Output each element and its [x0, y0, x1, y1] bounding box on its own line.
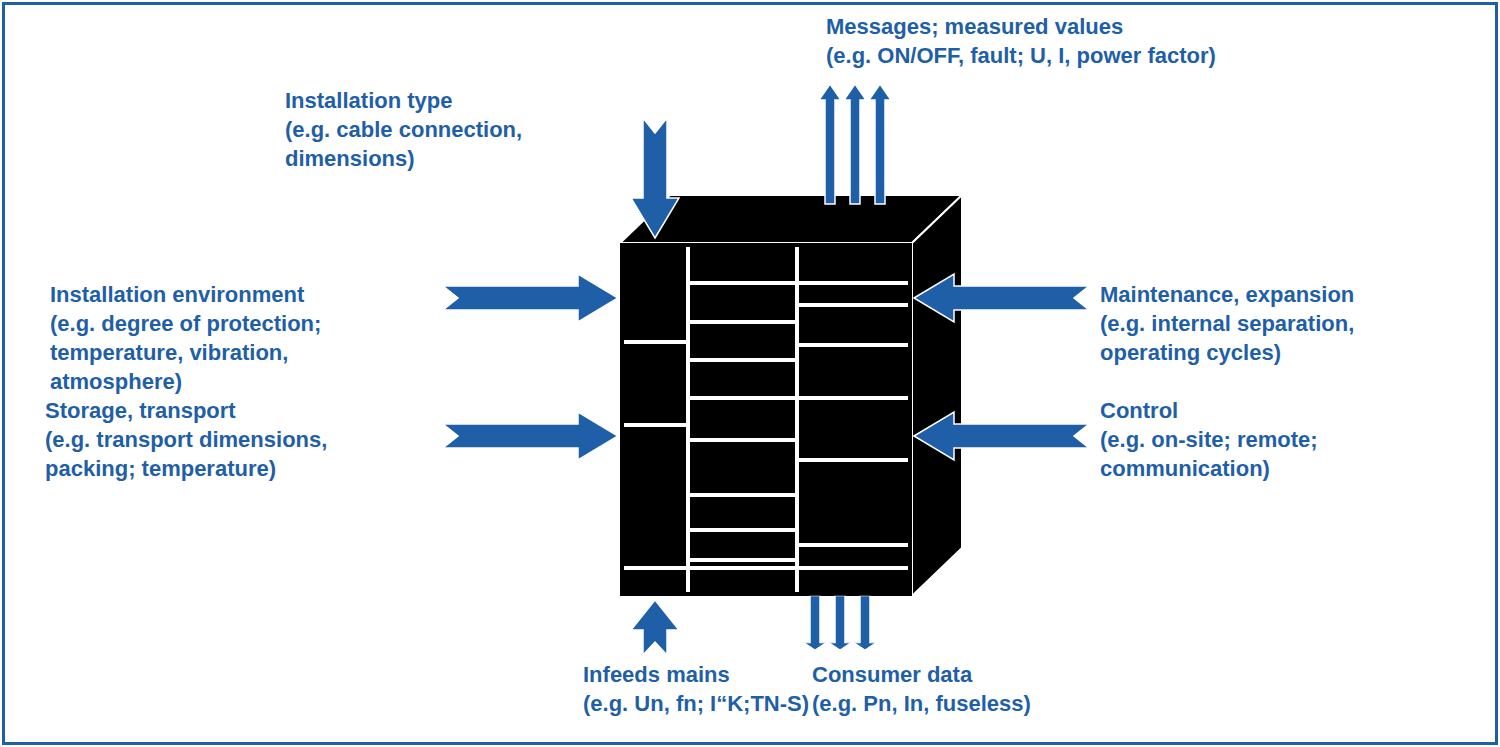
- label-examples: (e.g. transport dimensions, packing; tem…: [45, 425, 405, 483]
- label-examples: (e.g. ON/OFF, fault; U, I, power factor): [826, 41, 1216, 70]
- label-heading: Control: [1100, 396, 1178, 425]
- label-examples: (e.g. on-site; remote; communication): [1100, 425, 1400, 483]
- label-examples: (e.g. Un, fn; I“K;TN-S): [583, 689, 809, 718]
- label-heading: Installation type: [285, 86, 452, 115]
- label-heading: Installation environment: [50, 280, 304, 309]
- label-examples: (e.g. internal separation, operating cyc…: [1100, 309, 1430, 367]
- label-heading: Messages; measured values: [826, 12, 1123, 41]
- label-heading: Maintenance, expansion: [1100, 280, 1354, 309]
- label-examples: (e.g. degree of protection; temperature,…: [50, 309, 400, 396]
- label-heading: Infeeds mains: [583, 660, 730, 689]
- label-examples: (e.g. Pn, In, fuseless): [812, 689, 1031, 718]
- label-heading: Consumer data: [812, 660, 972, 689]
- label-heading: Storage, transport: [45, 396, 236, 425]
- label-examples: (e.g. cable connection, dimensions): [285, 115, 575, 173]
